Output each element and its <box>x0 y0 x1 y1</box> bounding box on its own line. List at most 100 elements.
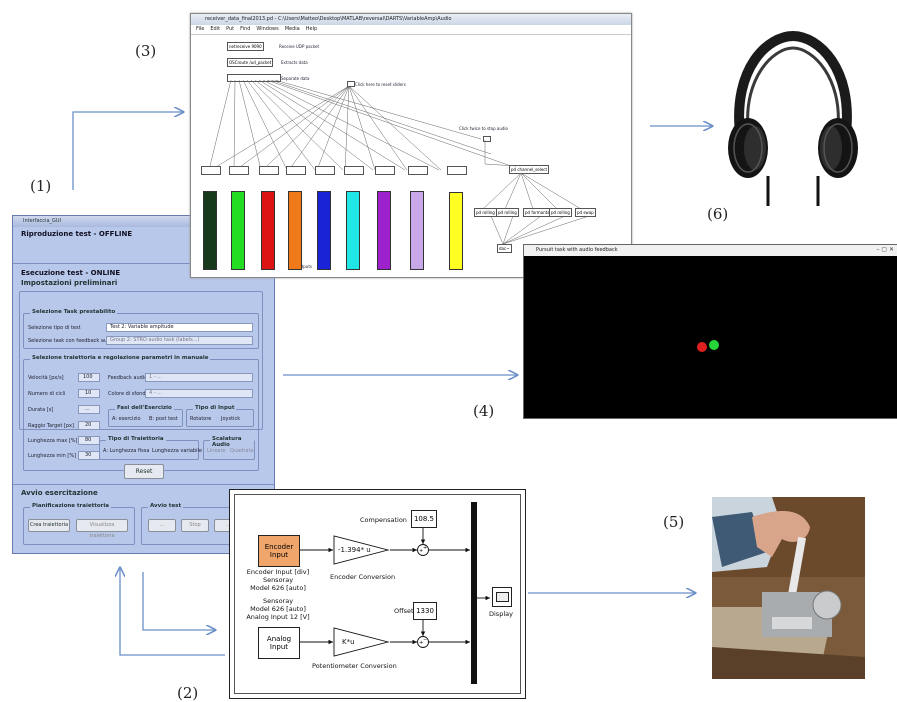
pd-titlebar: receiver_data_final2013.pd - C:\Users\Ma… <box>191 14 631 25</box>
pd-slider-header-7[interactable] <box>375 166 395 175</box>
gui-raggio-label: Raggio Target [px] <box>28 423 74 429</box>
pd-slider-header-9[interactable] <box>447 166 467 175</box>
gui-visualizza-button[interactable]: Visualizza traiettoria <box>76 519 128 539</box>
pd-menu-help[interactable]: Help <box>305 26 318 32</box>
pd-slider-header-2[interactable] <box>229 166 249 175</box>
pd-reset-bang[interactable] <box>347 81 355 87</box>
gui-fasi-a[interactable]: A: esercizio <box>112 416 141 422</box>
gui-colore-select[interactable]: 4 - ... <box>145 389 253 398</box>
compensation-caption: Compensation <box>360 516 407 524</box>
gui-preliminari: Impostazioni preliminari <box>21 279 118 287</box>
pd-slider-8[interactable] <box>410 191 424 270</box>
gui-velocita-label: Velocità [px/s] <box>28 375 64 381</box>
pd-slider-3[interactable] <box>261 191 275 270</box>
pd-separate-note: Separate data <box>281 76 310 81</box>
gui-stop-button[interactable]: Stop <box>181 519 209 532</box>
pd-outputs-label: Outputs <box>296 264 312 269</box>
pd-stop-bang[interactable] <box>483 136 491 142</box>
potentiometer-gain-caption: Potentiometer Conversion <box>312 662 397 670</box>
gui-traj-b[interactable]: Lunghezza variabile <box>152 448 202 454</box>
joystick-device-photo <box>712 497 865 679</box>
gui-task-group: Selezione Task prestabilito <box>23 309 259 349</box>
gui-scalatura-group: Scalatura Audio Lineare Quadrata <box>203 436 255 460</box>
label-6: (6) <box>707 205 729 223</box>
gui-durata-field[interactable]: ... <box>78 405 100 414</box>
gui-start-button[interactable]: ... <box>148 519 176 532</box>
pd-oscroute[interactable]: OSCroute /ud_packet <box>227 58 274 67</box>
simulink-wires: + + + − <box>300 502 490 684</box>
pd-sub-3[interactable]: pd formants <box>523 208 552 217</box>
arrow-gui-to-pd <box>72 112 183 190</box>
potentiometer-gain-block[interactable]: K*u <box>342 638 355 646</box>
pd-menu-edit[interactable]: Edit <box>210 26 221 32</box>
compensation-constant-block[interactable]: 108.5 <box>411 510 437 528</box>
gui-reset-button[interactable]: Reset <box>124 464 164 479</box>
pd-sub-5[interactable]: pd swap <box>575 208 596 217</box>
gui-crea-button[interactable]: Crea traiettoria <box>28 519 70 532</box>
pd-slider-1[interactable] <box>203 191 217 270</box>
pd-slider-header-1[interactable] <box>201 166 221 175</box>
pd-slider-9[interactable] <box>449 192 463 270</box>
svg-text:+: + <box>423 545 427 551</box>
pd-slider-header-3[interactable] <box>259 166 279 175</box>
gui-tipo-a[interactable]: Rotatore <box>190 416 212 422</box>
pd-sub-4[interactable]: pd rolling <box>549 208 572 217</box>
pd-slider-5[interactable] <box>317 191 331 270</box>
label-4: (4) <box>473 402 495 420</box>
svg-text:+: + <box>419 640 423 646</box>
pd-channel-select[interactable]: pd channel_select <box>509 165 550 174</box>
pd-slider-header-8[interactable] <box>408 166 428 175</box>
pd-netreceive[interactable]: netreceive 9090 <box>227 42 264 51</box>
analog-input-block[interactable]: Analog Input <box>258 627 300 659</box>
gui-task-select[interactable]: Test 2: Variable ampitude <box>106 323 253 332</box>
gui-traj-a[interactable]: A: Lunghezza fissa <box>103 448 150 454</box>
pd-slider-header-4[interactable] <box>286 166 306 175</box>
offset-constant-block[interactable]: 1330 <box>413 602 437 620</box>
gui-feedback-select[interactable]: Group 2: STRO audio task (labels...) <box>106 336 253 345</box>
encoder-gain-block[interactable]: -1.394* u <box>338 546 371 554</box>
gui-numero-label: Numero di cicli <box>28 391 66 397</box>
encoder-input-block[interactable]: Encoder Input <box>258 535 300 567</box>
gui-velocita-field[interactable]: 100 <box>78 373 100 382</box>
pd-menu-file[interactable]: File <box>196 26 205 32</box>
display-scope-block[interactable] <box>492 587 512 607</box>
pd-slider-header-5[interactable] <box>315 166 335 175</box>
gui-numero-field[interactable]: 10 <box>78 389 100 398</box>
pd-menubar: File Edit Put Find Windows Media Help <box>191 25 631 35</box>
gui-feedback-audio-select[interactable]: 1 - ... <box>145 373 253 382</box>
pd-slider-header-6[interactable] <box>344 166 364 175</box>
pd-menu-put[interactable]: Put <box>226 26 235 32</box>
visual-window-controls[interactable]: – ▢ ✕ <box>876 246 894 253</box>
pd-slider-2[interactable] <box>231 191 245 270</box>
simulink-diagram: + + + − Encoder Input Encoder Input [div… <box>229 489 526 699</box>
pd-dac[interactable]: dac~ <box>497 244 512 253</box>
pd-menu-media[interactable]: Media <box>284 26 300 32</box>
pd-menu-find[interactable]: Find <box>240 26 251 32</box>
pd-menu-windows[interactable]: Windows <box>256 26 279 32</box>
pd-sub-1[interactable]: pd rolling <box>474 208 497 217</box>
pd-slider-4[interactable] <box>288 191 302 270</box>
gui-offline-title: Riproduzione test - OFFLINE <box>21 230 133 238</box>
gui-scal-a[interactable]: Lineare <box>207 448 226 454</box>
pd-unpack-box[interactable] <box>227 74 281 82</box>
label-5: (5) <box>663 513 685 531</box>
gui-feedback-audio-label: Feedback audio <box>108 375 148 381</box>
label-2: (2) <box>177 684 199 702</box>
pd-slider-7[interactable] <box>377 191 391 270</box>
gui-preliminari-group <box>19 291 263 430</box>
display-caption: Display <box>489 610 513 618</box>
gui-lmin-field[interactable]: 30 <box>78 451 100 460</box>
pd-sub-2[interactable]: pd rolling <box>496 208 519 217</box>
gui-lmax-field[interactable]: 80 <box>78 436 100 445</box>
pd-udp-note: Receive UDP packet <box>279 44 320 49</box>
gui-avvio-title: Avvio esercitazione <box>21 489 98 497</box>
pd-unpack-note: Extracts data <box>281 60 308 65</box>
label-1: (1) <box>30 177 52 195</box>
gui-fasi-b[interactable]: B: post test <box>149 416 178 422</box>
gui-scal-b[interactable]: Quadrata <box>230 448 254 454</box>
pd-slider-6[interactable] <box>346 191 360 270</box>
gui-raggio-field[interactable]: 20 <box>78 421 100 430</box>
gui-tipo-b[interactable]: Joystick <box>221 416 241 422</box>
gui-durata-label: Durata [s] <box>28 407 54 413</box>
gui-lmax-label: Lunghezza max [%] <box>28 438 78 444</box>
